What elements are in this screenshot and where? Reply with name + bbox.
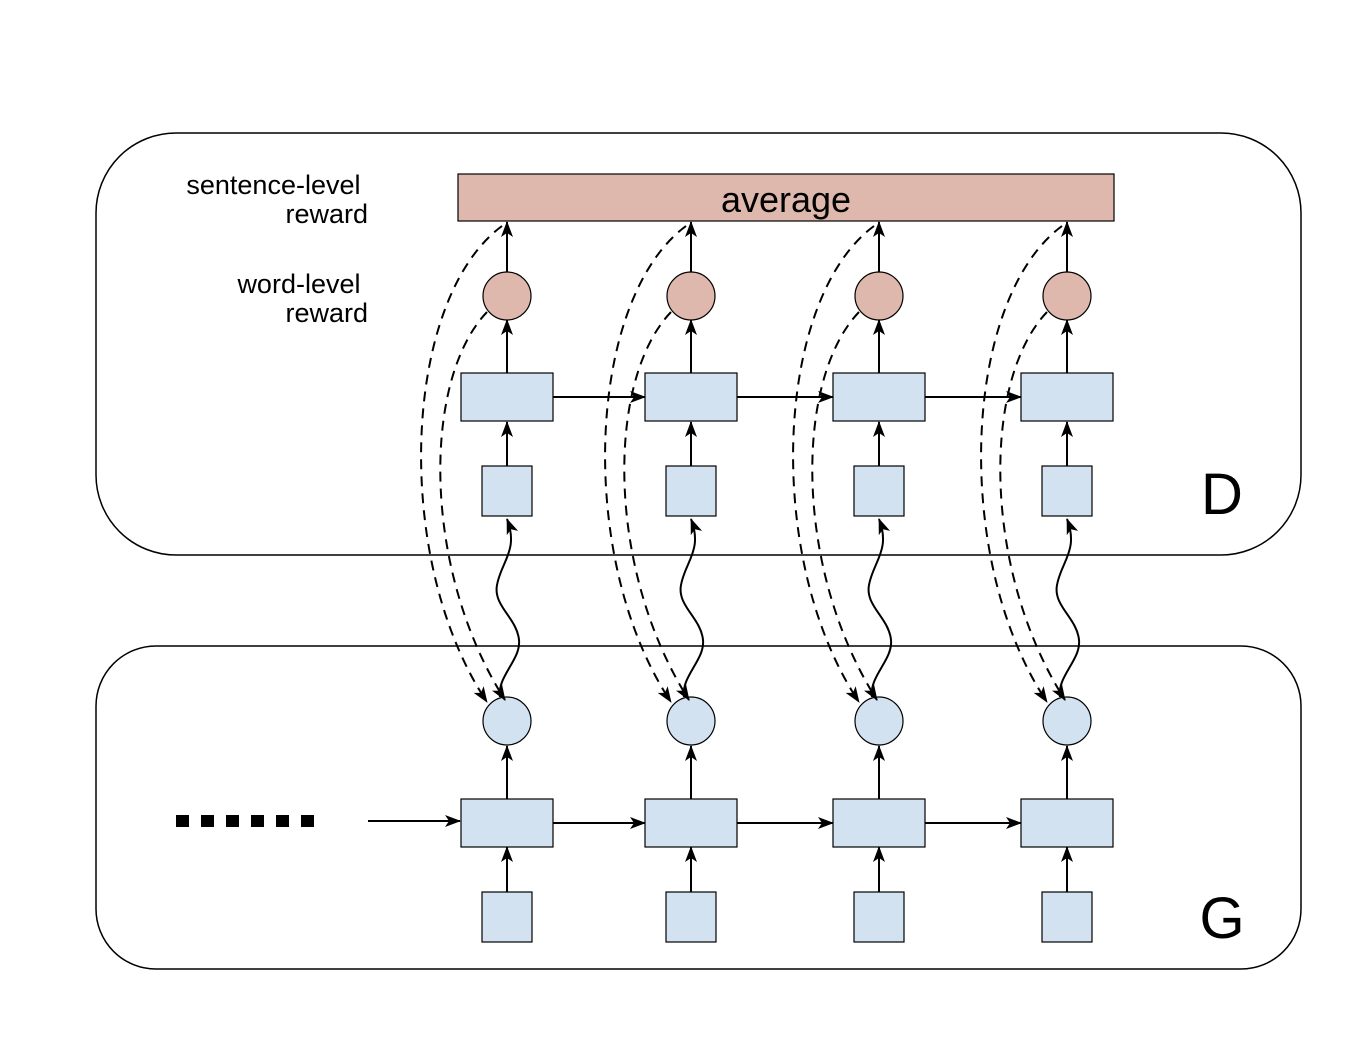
g-embedding-box-1 <box>481 891 533 943</box>
word-reward-feedback-arc-2 <box>623 311 690 701</box>
generator-label: G <box>1199 886 1244 951</box>
word-reward-feedback-arc-1 <box>439 311 506 701</box>
g-hidden-box-3 <box>832 798 926 848</box>
g-embedding-box-3 <box>853 891 905 943</box>
timestep-columns <box>420 221 1114 943</box>
d-hidden-box-1 <box>460 372 554 422</box>
sentence-reward-label: sentence-level reward <box>186 170 368 229</box>
sampling-wave-arrow-4 <box>1055 518 1081 698</box>
d-embedding-box-4 <box>1041 465 1093 517</box>
generator-box <box>95 645 1302 970</box>
sampling-wave-arrow-3 <box>867 518 893 698</box>
d-hidden-box-3 <box>832 372 926 422</box>
word-reward-feedback-arc-4 <box>999 311 1066 701</box>
sampling-wave-arrow-1 <box>495 518 521 698</box>
g-embedding-box-4 <box>1041 891 1093 943</box>
sentence-reward-feedback-arc-3 <box>792 225 875 703</box>
word-reward-feedback-arc-3 <box>811 311 878 701</box>
sentence-reward-line1: sentence-level <box>186 170 360 200</box>
word-reward-line2: reward <box>285 298 368 328</box>
discriminator-box <box>95 132 1302 556</box>
d-hidden-box-2 <box>644 372 738 422</box>
g-hidden-box-2 <box>644 798 738 848</box>
word-reward-node-1 <box>482 271 532 321</box>
g-output-node-3 <box>854 696 904 746</box>
d-embedding-box-2 <box>665 465 717 517</box>
ellipsis-dots <box>176 815 314 827</box>
g-output-node-2 <box>666 696 716 746</box>
sentence-reward-feedback-arc-4 <box>980 225 1063 703</box>
g-output-node-4 <box>1042 696 1092 746</box>
g-output-node-1 <box>482 696 532 746</box>
average-label: average <box>721 179 851 220</box>
word-reward-label: word-level reward <box>236 269 368 328</box>
d-embedding-box-3 <box>853 465 905 517</box>
word-reward-node-3 <box>854 271 904 321</box>
d-hidden-box-4 <box>1020 372 1114 422</box>
sentence-reward-feedback-arc-1 <box>420 225 503 703</box>
word-reward-node-4 <box>1042 271 1092 321</box>
g-embedding-box-2 <box>665 891 717 943</box>
sampling-wave-arrow-2 <box>679 518 705 698</box>
g-hidden-box-4 <box>1020 798 1114 848</box>
word-reward-node-2 <box>666 271 716 321</box>
g-hidden-box-1 <box>460 798 554 848</box>
sentence-reward-line2: reward <box>285 199 368 229</box>
discriminator-label: D <box>1201 462 1243 527</box>
word-reward-line1: word-level <box>236 269 360 299</box>
d-embedding-box-1 <box>481 465 533 517</box>
sentence-reward-feedback-arc-2 <box>604 225 687 703</box>
average-bar <box>457 173 1115 222</box>
